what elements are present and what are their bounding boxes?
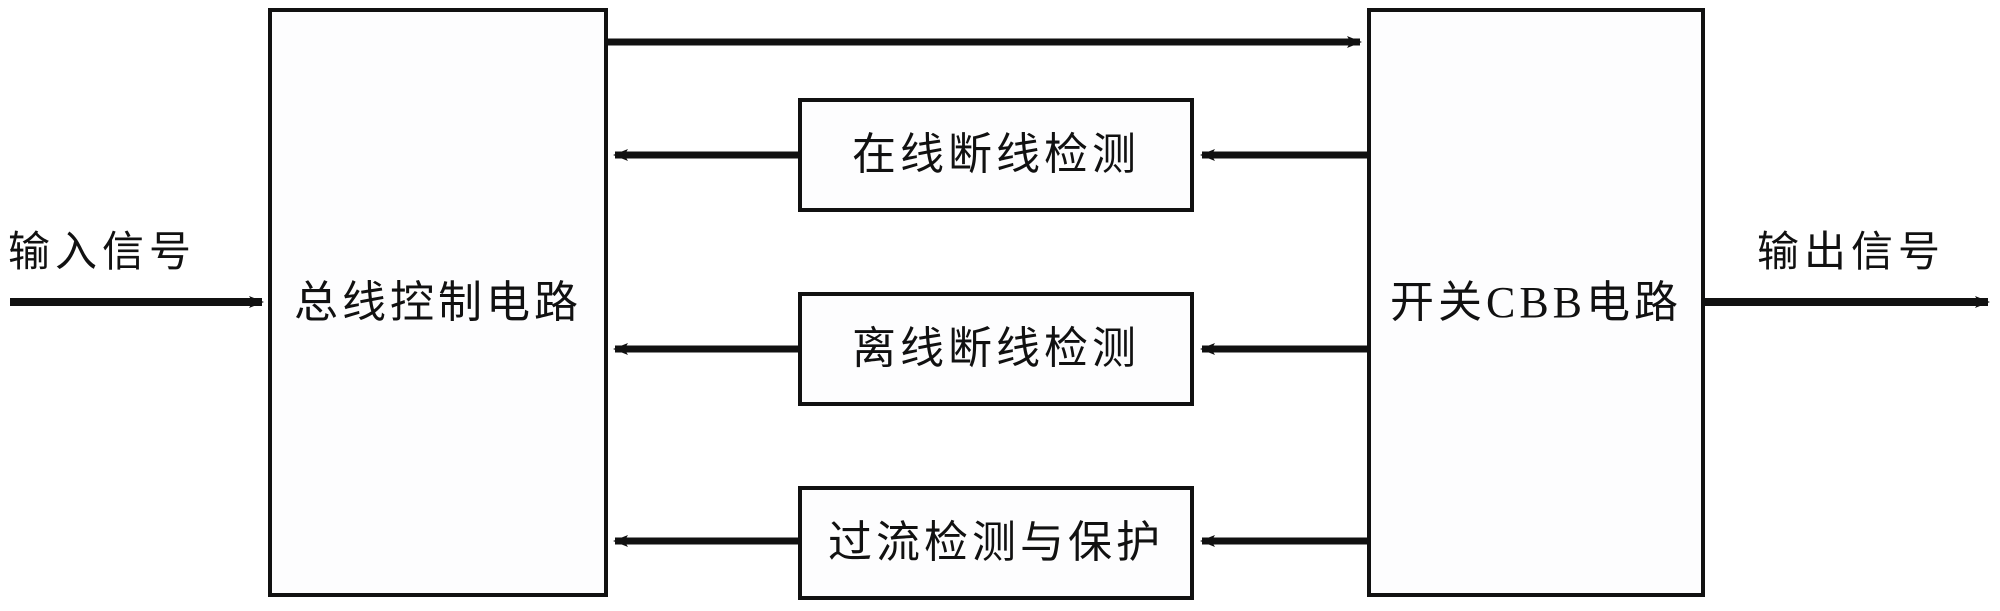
block-bus-control-label: 总线控制电路 — [294, 277, 582, 327]
block-switch-cbb-label: 开关CBB电路 — [1389, 277, 1683, 327]
output-signal-label: 输出信号 — [1757, 230, 1946, 276]
block-switch-cbb[interactable]: 开关CBB电路 — [1367, 8, 1705, 597]
block-online-break-detect-label: 在线断线检测 — [852, 130, 1140, 179]
block-overcurrent-protect-label: 过流检测与保护 — [828, 518, 1164, 567]
block-bus-control[interactable]: 总线控制电路 — [268, 8, 608, 597]
block-offline-break-detect[interactable]: 离线断线检测 — [798, 292, 1194, 406]
input-signal-label: 输入信号 — [8, 230, 197, 276]
block-offline-break-detect-label: 离线断线检测 — [852, 324, 1140, 373]
block-online-break-detect[interactable]: 在线断线检测 — [798, 98, 1194, 212]
block-overcurrent-protect[interactable]: 过流检测与保护 — [798, 486, 1194, 600]
